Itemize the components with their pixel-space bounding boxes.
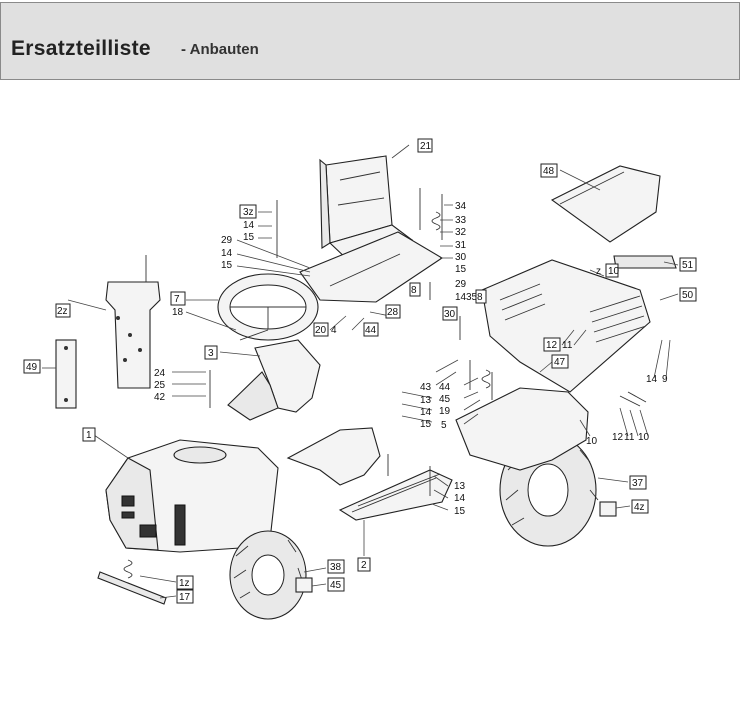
rear-fender <box>455 387 589 471</box>
svg-text:2z: 2z <box>57 306 68 317</box>
svg-text:25: 25 <box>154 380 166 391</box>
svg-text:51: 51 <box>682 260 694 271</box>
svg-text:3: 3 <box>208 348 214 359</box>
svg-text:12: 12 <box>612 432 624 443</box>
front-wheel <box>229 530 313 620</box>
flat-bar <box>55 339 77 409</box>
svg-text:43: 43 <box>420 382 432 393</box>
svg-text:35: 35 <box>466 292 478 303</box>
leader-lines <box>42 144 679 599</box>
fender-cover <box>299 231 444 303</box>
svg-text:4z: 4z <box>634 502 645 513</box>
rear-grille <box>481 259 651 393</box>
svg-text:31: 31 <box>455 240 467 251</box>
bracket <box>613 255 677 269</box>
svg-text:12: 12 <box>546 340 558 351</box>
svg-text:7: 7 <box>174 294 180 305</box>
svg-text:1z: 1z <box>179 578 190 589</box>
svg-text:37: 37 <box>632 478 644 489</box>
svg-text:49: 49 <box>26 362 38 373</box>
svg-text:32: 32 <box>455 227 467 238</box>
svg-text:8: 8 <box>477 292 483 303</box>
svg-text:1: 1 <box>86 430 92 441</box>
svg-text:33: 33 <box>455 215 467 226</box>
svg-text:15: 15 <box>221 260 233 271</box>
svg-text:11: 11 <box>624 432 635 443</box>
svg-text:14: 14 <box>420 407 432 418</box>
svg-text:15: 15 <box>420 419 432 430</box>
svg-text:29: 29 <box>221 235 233 246</box>
svg-text:44: 44 <box>439 382 451 393</box>
svg-text:24: 24 <box>154 368 166 379</box>
svg-text:8: 8 <box>411 285 417 296</box>
dash-panel <box>227 339 321 421</box>
page-title: Ersatzteilliste <box>11 37 151 60</box>
svg-text:14: 14 <box>646 374 658 385</box>
svg-text:z: z <box>596 266 601 277</box>
svg-text:28: 28 <box>387 307 399 318</box>
svg-text:30: 30 <box>444 309 456 320</box>
svg-text:2: 2 <box>361 560 367 571</box>
svg-text:15: 15 <box>455 264 467 275</box>
svg-text:45: 45 <box>439 394 451 405</box>
svg-text:19: 19 <box>439 406 451 417</box>
svg-text:10: 10 <box>638 432 650 443</box>
svg-text:38: 38 <box>330 562 342 573</box>
header-bar: Ersatzteilliste - Anbauten <box>0 2 740 80</box>
page-subtitle: - Anbauten <box>181 41 259 58</box>
svg-text:3z: 3z <box>243 207 254 218</box>
svg-text:4: 4 <box>331 325 337 336</box>
svg-text:30: 30 <box>455 252 467 263</box>
svg-text:45: 45 <box>330 580 342 591</box>
front-panel <box>105 255 161 389</box>
svg-text:14: 14 <box>454 493 466 504</box>
svg-text:47: 47 <box>554 357 566 368</box>
svg-text:13: 13 <box>420 395 432 406</box>
svg-text:29: 29 <box>455 279 467 290</box>
hardware-bolts <box>97 188 647 605</box>
svg-text:9: 9 <box>662 374 668 385</box>
svg-text:34: 34 <box>455 201 467 212</box>
svg-text:42: 42 <box>154 392 166 403</box>
svg-text:11: 11 <box>562 340 573 351</box>
callout-boxes: 21 48 3z 14 15 34 33 32 31 30 15 29 14 3… <box>23 138 697 604</box>
svg-text:14: 14 <box>455 292 467 303</box>
svg-text:44: 44 <box>365 325 377 336</box>
svg-text:20: 20 <box>315 325 327 336</box>
svg-text:10: 10 <box>586 436 598 447</box>
svg-text:48: 48 <box>543 166 555 177</box>
svg-text:10: 10 <box>608 266 620 277</box>
svg-text:21: 21 <box>420 141 432 152</box>
foot-plate <box>286 427 453 521</box>
svg-text:14: 14 <box>243 220 255 231</box>
steering-wheel <box>217 273 319 341</box>
svg-text:17: 17 <box>179 592 191 603</box>
top-cover <box>550 165 661 243</box>
svg-text:13: 13 <box>454 481 466 492</box>
svg-text:14: 14 <box>221 248 233 259</box>
svg-text:50: 50 <box>682 290 694 301</box>
svg-text:15: 15 <box>454 506 466 517</box>
svg-text:5: 5 <box>441 420 447 431</box>
svg-text:15: 15 <box>243 232 255 243</box>
svg-text:18: 18 <box>172 307 184 318</box>
